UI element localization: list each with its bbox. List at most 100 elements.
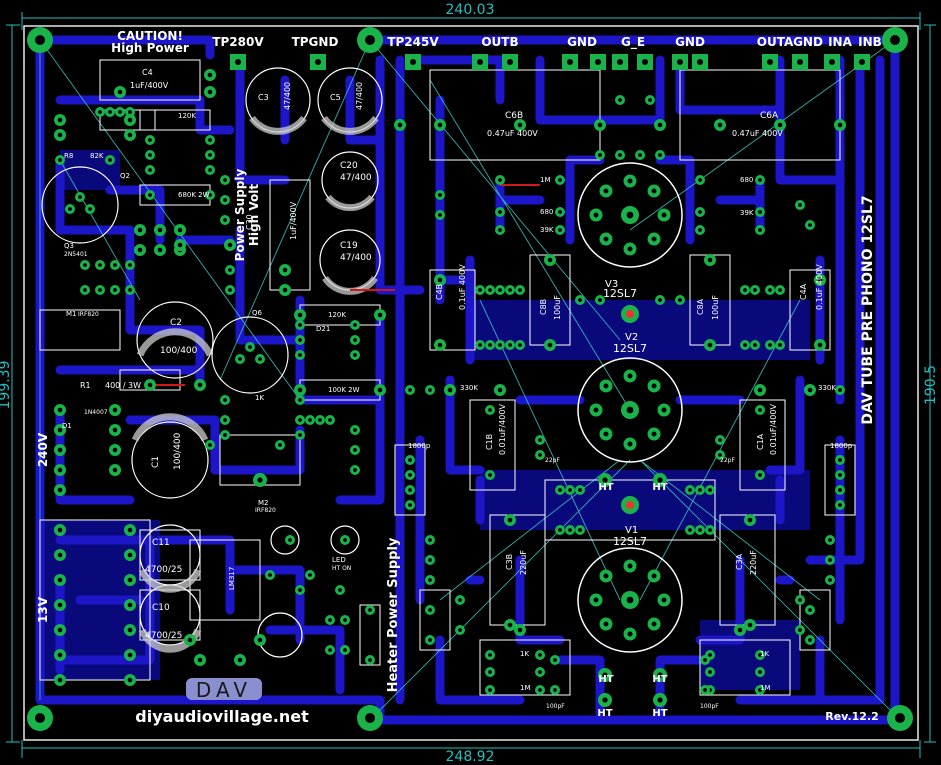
pad-hole xyxy=(208,168,212,172)
pad-hole xyxy=(538,453,542,457)
pad-hole xyxy=(627,178,633,184)
pad-hole xyxy=(488,288,492,292)
tube-socket-v1 xyxy=(577,547,683,653)
pad-hole xyxy=(488,473,492,477)
ref-r3a-val: 1K xyxy=(760,650,769,658)
ref-r6a-val: 39K xyxy=(740,209,754,217)
label-heater-power-supply: Heater Power Supply xyxy=(386,537,401,692)
pad-hole xyxy=(112,407,118,413)
pad-hole xyxy=(258,357,262,361)
pad-hole xyxy=(408,388,412,392)
ref-c1b-val: 0.01uF/400V xyxy=(498,404,507,455)
pad-hole xyxy=(282,267,288,273)
pad-hole xyxy=(602,672,608,678)
ref-q3-val: 2N5401 xyxy=(64,251,88,258)
ref-c2a-val: 100pF xyxy=(700,703,719,710)
pad-hole xyxy=(57,407,63,413)
pad-hole xyxy=(447,387,453,393)
label-gnd-3: GND xyxy=(793,35,823,49)
pad-hole xyxy=(353,468,357,472)
ref-c6a-val: 0.47uF 400V xyxy=(732,129,783,138)
pad-hole xyxy=(627,441,633,447)
pad-hole xyxy=(627,563,633,569)
label-v1-tube: 12SL7 xyxy=(613,535,647,548)
pad-hole xyxy=(558,210,562,214)
tube-socket-v2 xyxy=(577,357,683,463)
pad-hole xyxy=(127,552,133,558)
pad-hole xyxy=(758,408,762,412)
label-ht-6: HT xyxy=(652,708,667,719)
ref-c19-val: 47/400 xyxy=(340,253,372,263)
ref-c8b-val: 100uF xyxy=(553,295,562,320)
ref-r14-val: 1K xyxy=(255,394,264,402)
pad-hole xyxy=(798,628,802,632)
pad-hole xyxy=(328,648,332,652)
pad-hole xyxy=(578,298,582,302)
pad-hole xyxy=(128,263,132,267)
pad-hole xyxy=(597,122,603,128)
ref-r9-val: 1M xyxy=(540,176,551,184)
pad-hole xyxy=(718,438,722,442)
pad-hole xyxy=(208,138,212,142)
ref-c3b-val: 220uF xyxy=(519,550,528,575)
pad-hole xyxy=(98,263,102,267)
pad-hole xyxy=(478,288,482,292)
pad-hole xyxy=(553,688,557,692)
pad-hole xyxy=(538,670,542,674)
pad-hole xyxy=(538,438,542,442)
pad-hole xyxy=(717,122,723,128)
ref-r7b-val: 330K xyxy=(460,384,478,392)
pad-hole xyxy=(558,528,562,532)
ref-c6b: C6B xyxy=(505,111,523,121)
tube-socket-v3 xyxy=(577,162,683,268)
pad-hole xyxy=(698,178,702,182)
cap-c10 xyxy=(139,584,201,646)
pad-hole xyxy=(127,677,133,683)
pad-hole xyxy=(828,58,836,66)
pad-hole xyxy=(57,627,63,633)
label-outa: OUTA xyxy=(757,35,794,49)
cap-c1 xyxy=(131,421,209,499)
pad-hole xyxy=(808,608,812,612)
pad-hole xyxy=(117,89,123,95)
pad-hole xyxy=(603,621,609,627)
pad-hole xyxy=(234,58,242,66)
ref-r1: R1 xyxy=(80,381,91,390)
pad-hole xyxy=(408,458,412,462)
pad-hole xyxy=(128,288,132,292)
pad-hole xyxy=(778,343,782,347)
pad-hole xyxy=(658,153,662,157)
pad-hole xyxy=(57,487,63,493)
pad-hole xyxy=(703,658,707,662)
pad-hole xyxy=(547,342,553,348)
pad-hole xyxy=(57,577,63,583)
pad-hole xyxy=(498,210,502,214)
pad-hole xyxy=(57,652,63,658)
pad-hole xyxy=(488,408,492,412)
pad-hole xyxy=(308,573,312,577)
pad-hole xyxy=(626,211,634,219)
label-power-supply: Power Supply xyxy=(233,168,247,261)
pad-hole xyxy=(98,110,102,114)
pad-hole xyxy=(208,153,212,157)
ref-c10: C10 xyxy=(152,603,170,613)
pad-hole xyxy=(328,618,332,622)
pad-hole xyxy=(223,418,227,422)
pad-hole xyxy=(223,218,227,222)
label-ht-4: HT xyxy=(652,674,667,685)
label-ht-3: HT xyxy=(598,674,613,685)
pad-hole xyxy=(627,373,633,379)
pad-hole xyxy=(297,387,303,393)
pad-hole xyxy=(506,58,514,66)
pad-hole xyxy=(568,528,572,532)
pad-hole xyxy=(157,227,163,233)
pad-hole xyxy=(288,538,292,542)
cap-c2 xyxy=(136,301,214,379)
pad-hole xyxy=(593,597,599,603)
pad-hole xyxy=(197,657,203,663)
pad-hole xyxy=(688,528,692,532)
ref-c2: C2 xyxy=(170,318,182,328)
label-240v: 240V xyxy=(36,432,50,467)
pad-hole xyxy=(651,383,657,389)
pad-hole xyxy=(57,467,63,473)
